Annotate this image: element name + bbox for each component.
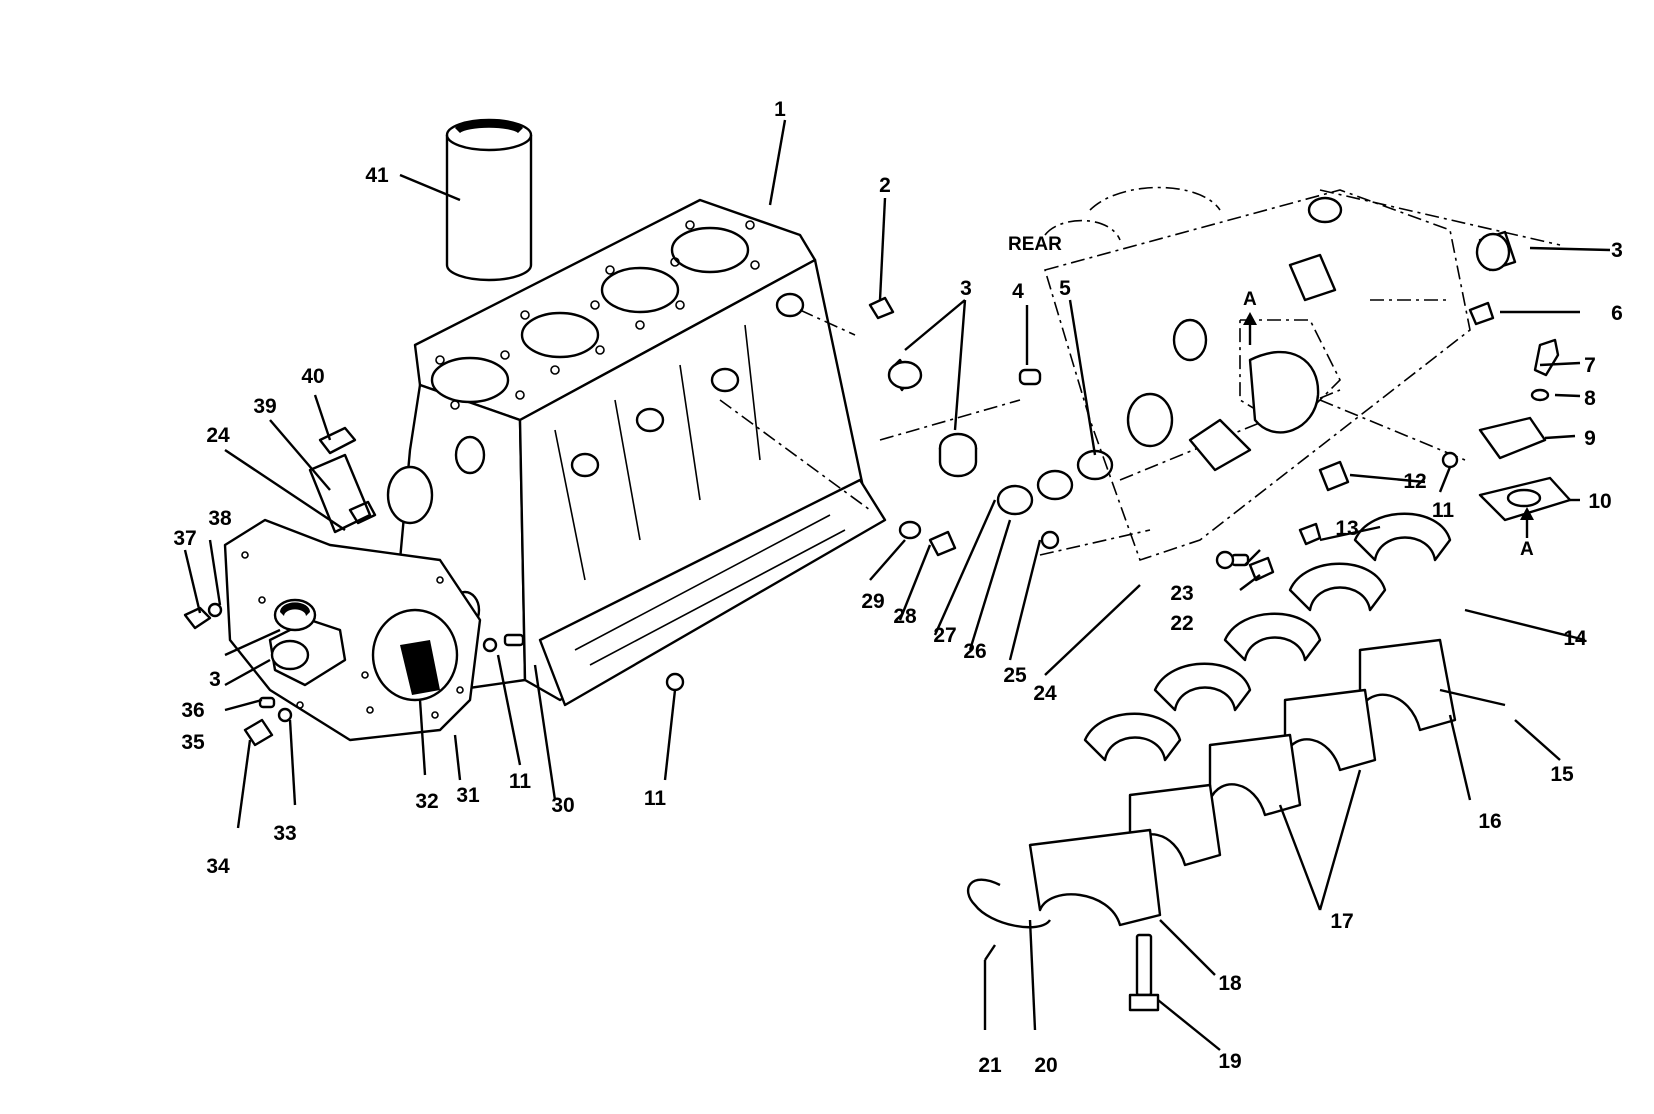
callout-5: 5 [1059, 277, 1071, 300]
callout-28: 28 [893, 605, 917, 628]
callout-3-a: 3 [1611, 239, 1623, 262]
left-fasteners [183, 426, 685, 747]
section-arrows [1243, 312, 1534, 538]
callout-14: 14 [1563, 627, 1587, 650]
callout-3-b: 3 [960, 277, 972, 300]
callout-24-a: 24 [1033, 682, 1057, 705]
callout-9: 9 [1584, 427, 1596, 450]
callout-36: 36 [181, 699, 204, 722]
plug-and-washer [868, 296, 957, 557]
callout-24-b: 24 [206, 424, 230, 447]
callout-26: 26 [963, 640, 986, 663]
callout-31: 31 [456, 784, 480, 807]
callout-7: 7 [1584, 354, 1596, 377]
front-plate [223, 518, 482, 742]
rear-view-block [719, 186, 1561, 562]
section-mark-a-top: A [1243, 289, 1257, 310]
callout-4: 4 [1012, 280, 1024, 303]
callout-29: 29 [861, 590, 884, 613]
callout-19: 19 [1218, 1050, 1241, 1073]
main-bearing-shells [1083, 512, 1452, 762]
rear-view-label: REAR [1008, 234, 1062, 255]
camshaft-bushings [887, 358, 1114, 550]
callout-39: 39 [253, 395, 276, 418]
callout-13: 13 [1335, 517, 1358, 540]
callout-1: 1 [774, 98, 786, 121]
callout-27: 27 [933, 624, 956, 647]
callout-38: 38 [208, 507, 232, 530]
callout-17: 17 [1330, 910, 1353, 933]
callout-20: 20 [1034, 1054, 1057, 1077]
callout-10: 10 [1588, 490, 1611, 513]
callout-6: 6 [1611, 302, 1623, 325]
callout-11-a: 11 [1432, 499, 1455, 522]
callout-11-c: 11 [644, 787, 667, 810]
thrust-washer-and-bolt [966, 688, 1506, 1012]
section-mark-a-bottom: A [1520, 539, 1534, 560]
callout-18: 18 [1218, 972, 1242, 995]
callout-16: 16 [1478, 810, 1501, 833]
callout-30: 30 [551, 794, 574, 817]
leader-lines [183, 119, 1611, 1051]
callout-labels: 1 2 3 3 3 4 5 6 7 8 9 10 11 11 11 12 13 … [173, 98, 1623, 1077]
callout-23: 23 [1170, 582, 1193, 605]
callout-35: 35 [181, 731, 205, 754]
callout-25: 25 [1003, 664, 1027, 687]
rear-seal-and-cover [1215, 230, 1572, 582]
callout-12: 12 [1403, 470, 1426, 493]
callout-11-b: 11 [509, 770, 532, 793]
callout-8: 8 [1584, 387, 1596, 410]
callout-15: 15 [1550, 763, 1574, 786]
callout-37: 37 [173, 527, 196, 550]
camshaft-thrust-assembly [268, 598, 347, 687]
callout-34: 34 [206, 855, 230, 878]
callout-22: 22 [1170, 612, 1193, 635]
callout-2: 2 [879, 174, 891, 197]
callout-41: 41 [365, 164, 389, 187]
callout-40: 40 [301, 365, 324, 388]
callout-32: 32 [415, 790, 438, 813]
main-bearing-caps [1028, 638, 1457, 927]
callout-33: 33 [273, 822, 296, 845]
callout-21: 21 [978, 1054, 1002, 1077]
cylinder-liner [445, 118, 533, 282]
callout-3-c: 3 [209, 668, 221, 691]
